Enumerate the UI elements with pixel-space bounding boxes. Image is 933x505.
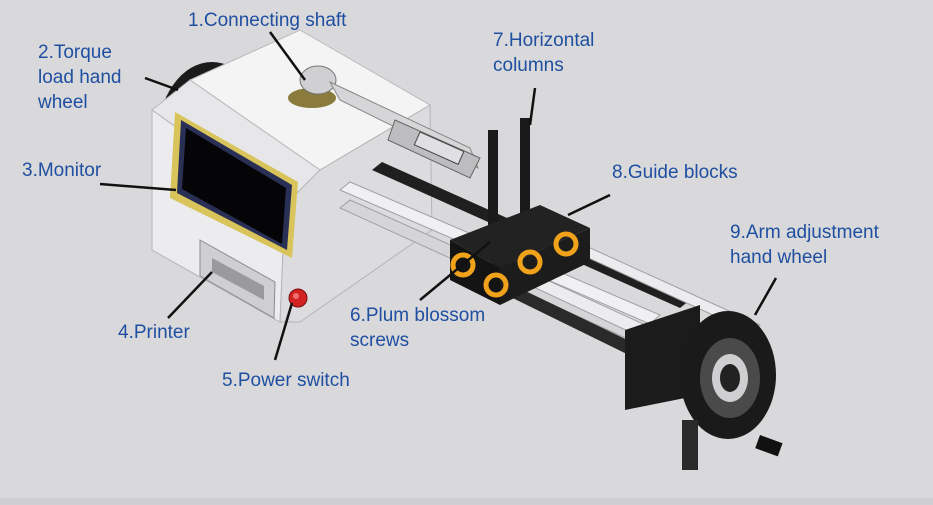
connecting-shaft: [288, 65, 481, 179]
leader-connecting-shaft: [268, 31, 307, 81]
arm-adjustment-hand-wheel: [625, 305, 783, 470]
label-torque-wheel: 2.Torque load hand wheel: [38, 40, 121, 115]
leader-printer: [167, 271, 213, 319]
label-horizontal-columns-line1: 7.Horizontal: [493, 30, 595, 51]
leader-monitor: [99, 182, 177, 192]
bottom-strip: [0, 498, 933, 505]
power-switch: [288, 288, 308, 308]
leader-power-switch: [273, 302, 294, 361]
guide-blocks: [450, 205, 590, 305]
label-monitor-text: 3.Monitor: [22, 160, 102, 181]
label-printer: 4.Printer: [118, 320, 190, 345]
label-torque-wheel-line1: 2.Torque: [38, 42, 112, 63]
label-horizontal-columns: 7.Horizontal columns: [493, 28, 594, 78]
label-guide-blocks: 8.Guide blocks: [612, 160, 738, 185]
label-arm-wheel: 9.Arm adjustment hand wheel: [730, 220, 879, 270]
label-torque-wheel-line3: wheel: [38, 92, 88, 113]
monitor: [170, 112, 298, 258]
label-power-switch: 5.Power switch: [222, 368, 350, 393]
leader-horizontal-columns: [528, 87, 537, 126]
label-arm-wheel-line2: hand wheel: [730, 247, 828, 268]
label-plum-screws: 6.Plum blossom screws: [350, 303, 485, 353]
leader-guide-blocks: [567, 193, 611, 217]
leader-plum-screws: [419, 241, 491, 301]
leader-torque-wheel: [144, 76, 179, 92]
label-printer-text: 4.Printer: [118, 322, 190, 343]
label-arm-wheel-line1: 9.Arm adjustment: [730, 222, 879, 243]
label-connecting-shaft: 1.Connecting shaft: [188, 8, 346, 33]
label-guide-blocks-text: 8.Guide blocks: [612, 162, 738, 183]
label-horizontal-columns-line2: columns: [493, 55, 564, 76]
label-monitor: 3.Monitor: [22, 158, 101, 183]
leader-lines: [99, 31, 778, 361]
label-power-switch-text: 5.Power switch: [222, 370, 350, 391]
printer: [199, 239, 276, 319]
label-connecting-shaft-text: 1.Connecting shaft: [188, 10, 347, 31]
leader-arm-wheel: [753, 277, 778, 316]
label-torque-wheel-line2: load hand: [38, 67, 122, 88]
label-plum-screws-line1: 6.Plum blossom: [350, 305, 486, 326]
label-plum-screws-line2: screws: [350, 330, 410, 351]
